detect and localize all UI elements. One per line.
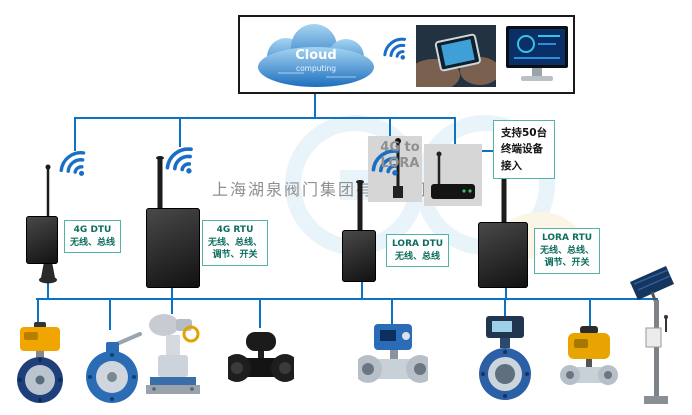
drop-product-7 xyxy=(589,300,591,328)
label-4gdtu-name: 4G DTU xyxy=(73,225,112,235)
product-solar-telemetry-pole xyxy=(622,262,682,410)
connector-lower-bus xyxy=(36,298,658,300)
connector-upper-bus xyxy=(74,117,456,119)
drop-product-1 xyxy=(37,300,39,326)
label-4grtu-name: 4G RTU xyxy=(216,225,254,235)
cloud-platform-box: Cloud computing xyxy=(238,15,575,94)
label-lorartu-desc2: 调节、开关 xyxy=(544,258,590,269)
gateway-label: 4G to LORA xyxy=(376,140,424,173)
product-electric-ball-valve-black xyxy=(223,328,299,404)
label-4gdtu: 4G DTU 无线、总线 xyxy=(64,220,122,254)
product-electric-butterfly-valve-yellow xyxy=(8,322,72,408)
connector-drop-gateway-router xyxy=(454,119,456,147)
product-electric-valve-yellow-actuator xyxy=(558,326,620,406)
callout-line1: 支持50台 xyxy=(501,127,548,139)
lora-gateway-router-photo xyxy=(424,144,482,206)
product-manual-butterfly-valve-blue xyxy=(82,330,144,410)
product-electromagnetic-flowmeter xyxy=(472,314,538,410)
gateway-label-line2: LORA xyxy=(380,156,420,172)
label-loradtu: LORA DTU 无线、总线 xyxy=(386,234,450,268)
wifi-icon-gateway xyxy=(371,149,399,176)
label-4gdtu-desc: 无线、总线 xyxy=(70,237,116,248)
gateway-label-line1: 4G to xyxy=(380,140,420,155)
drop-product-3 xyxy=(171,300,173,314)
device-lorartu-unit xyxy=(478,222,528,288)
drop-product-6 xyxy=(504,300,506,316)
riser-lorartu xyxy=(505,286,507,298)
wifi-icon-4grtu xyxy=(165,147,193,174)
connector-topbox-down xyxy=(314,94,316,118)
riser-loradtu xyxy=(361,282,363,298)
riser-4grtu xyxy=(171,288,173,298)
connector-drop-4grtu xyxy=(179,119,181,147)
label-4grtu-desc1: 无线、总线、 xyxy=(208,237,263,248)
callout-line2: 终端设备 xyxy=(501,143,543,156)
device-loradtu-unit xyxy=(342,230,376,282)
product-electric-ball-valve-blue-actuator xyxy=(354,322,434,410)
whip-antenna-loradtu xyxy=(356,180,364,236)
label-loradtu-name: LORA DTU xyxy=(392,239,444,249)
label-4grtu-desc2: 调节、开关 xyxy=(212,250,258,261)
device-4gdtu-unit xyxy=(26,216,58,264)
label-lorartu-name: LORA RTU xyxy=(541,233,593,243)
drop-product-5 xyxy=(391,300,393,324)
device-4grtu-unit xyxy=(146,208,200,288)
label-4grtu: 4G RTU 无线、总线、 调节、开关 xyxy=(202,220,269,266)
connector-drop-4gdtu xyxy=(74,119,76,151)
wifi-icon-cloud xyxy=(383,37,407,60)
wifi-icon-4gdtu xyxy=(59,151,86,176)
connector-drop-gateway-antenna xyxy=(389,119,391,141)
product-electric-gate-valve xyxy=(142,312,204,410)
hand-holding-phone-photo xyxy=(408,25,500,91)
terminal-capacity-callout: 支持50台 终端设备 接入 xyxy=(493,120,556,179)
label-lorartu-desc1: 无线、总线、 xyxy=(540,245,595,256)
drop-product-4 xyxy=(259,300,261,328)
cloud-subtitle: computing xyxy=(296,64,336,73)
gateway-antenna-photo xyxy=(368,136,422,202)
riser-4gdtu xyxy=(47,282,49,298)
label-loradtu-desc: 无线、总线 xyxy=(395,251,441,262)
cloud-computing-icon: Cloud computing xyxy=(258,24,374,87)
connector-callout xyxy=(480,150,495,152)
whip-antenna-4grtu xyxy=(156,156,164,214)
desktop-computer-photo xyxy=(504,22,570,88)
cloud-title: Cloud xyxy=(295,48,337,63)
label-lorartu: LORA RTU 无线、总线、 调节、开关 xyxy=(534,228,601,274)
drop-product-2 xyxy=(109,300,111,330)
callout-line3: 接入 xyxy=(501,159,522,172)
